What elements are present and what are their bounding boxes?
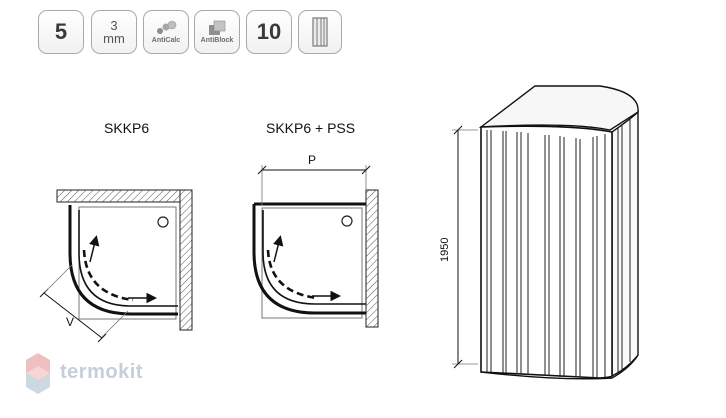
profile-thickness-badge: 3 mm [91, 10, 137, 54]
open-arrow-up-pss [273, 235, 284, 263]
dim-p-label: P [308, 153, 316, 167]
dim-v-label: V [66, 315, 74, 329]
count-value: 10 [256, 19, 282, 44]
left-model-title: SKKP6 [104, 120, 150, 136]
back-panel [611, 110, 639, 378]
door-profile-icon [312, 17, 328, 47]
antiblock-label: AntiBlock [200, 37, 234, 44]
roof-top [478, 85, 639, 131]
wall-right-hatch [179, 189, 193, 331]
shower-tray [78, 206, 177, 320]
right-model-title: SKKP6 + PSS [266, 120, 356, 136]
profile-thickness-value: 3 [110, 17, 118, 33]
anticalc-badge: AntiCalc [143, 10, 189, 54]
drain [157, 216, 169, 228]
front-panel [480, 125, 613, 379]
sliding-door-dashes-pss [266, 249, 318, 300]
anticalc-label: AntiCalc [151, 37, 181, 44]
glass-thickness-value: 5 [54, 19, 68, 44]
enclosure-outer-pss [252, 204, 366, 315]
glass-thickness-badge: 5 [38, 10, 84, 54]
drain-pss [341, 215, 353, 227]
enclosure-inner [78, 210, 178, 307]
door-profiles [486, 118, 631, 378]
plan-skkp6: V [39, 189, 193, 343]
enclosure-3d-view: 1950 [439, 85, 639, 380]
droplets-icon [157, 20, 177, 34]
enclosure-inner-pss [262, 210, 366, 305]
count-badge: 10 [246, 10, 292, 54]
antiblock-badge: AntiBlock [194, 10, 240, 54]
watermark-logo-icon [26, 353, 50, 394]
watermark-text: termokit [60, 361, 143, 383]
blocks-icon [209, 20, 226, 35]
sliding-door-dashes [82, 249, 134, 302]
profile-badge [298, 10, 342, 54]
plan-skkp6-pss: P [252, 153, 379, 328]
tray-edge [480, 354, 639, 380]
shower-tray-pss [261, 207, 363, 319]
dim-v-line [43, 292, 103, 339]
profile-thickness-unit: mm [103, 30, 125, 46]
wall-right-hatch-pss [365, 189, 379, 328]
wall-top-hatch [56, 189, 193, 203]
dim-height-label: 1950 [439, 238, 451, 262]
open-arrow-up [89, 235, 100, 263]
